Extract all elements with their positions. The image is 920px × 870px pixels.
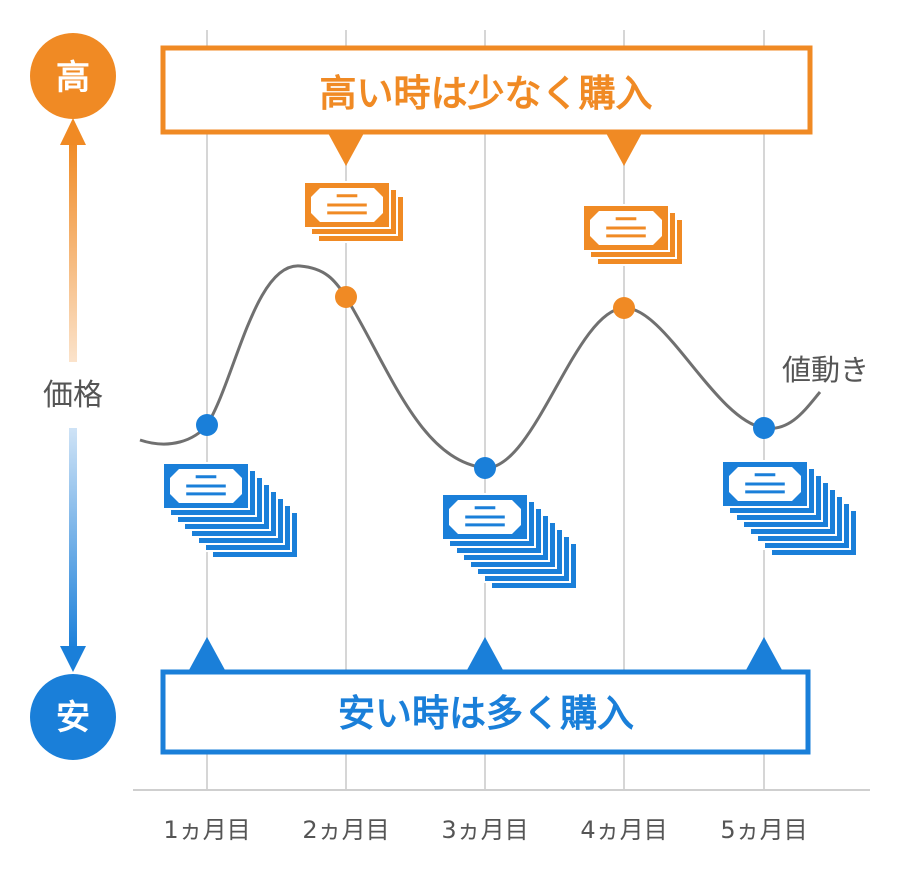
purchase-point-month-5 bbox=[753, 417, 775, 439]
bottom-banner-pointer-month-3 bbox=[467, 637, 503, 670]
bottom-banner: 安い時は多く購入 bbox=[160, 637, 811, 755]
month-label-4: 4ヵ月目 bbox=[580, 816, 667, 844]
purchase-point-month-3 bbox=[474, 457, 496, 479]
purchase-point-month-1 bbox=[196, 414, 218, 436]
top-banner: 高い時は少なく購入 bbox=[160, 45, 813, 166]
purchase-stack-month-3 bbox=[441, 493, 578, 590]
month-label-2: 2ヵ月目 bbox=[302, 816, 389, 844]
high-badge bbox=[30, 33, 116, 119]
bottom-banner-text: 安い時は多く購入 bbox=[338, 692, 634, 735]
bill-icon bbox=[162, 462, 250, 510]
bill-icon bbox=[721, 460, 809, 508]
purchase-stack-month-1 bbox=[162, 462, 299, 559]
bill-icon bbox=[303, 181, 391, 229]
low-badge bbox=[30, 674, 116, 760]
price-axis-label: 価格 bbox=[43, 378, 103, 413]
down-arrow-shaft bbox=[69, 428, 77, 650]
purchase-point-month-2 bbox=[335, 286, 357, 308]
bill-icon bbox=[441, 493, 529, 541]
up-arrow-shaft bbox=[69, 140, 77, 362]
month-label-1: 1ヵ月目 bbox=[163, 816, 250, 844]
bottom-banner-pointer-month-5 bbox=[746, 637, 782, 670]
price-curve bbox=[139, 264, 822, 470]
bottom-banner-pointer-month-1 bbox=[189, 637, 225, 670]
top-banner-pointer-month-4 bbox=[606, 133, 642, 166]
curve-label: 値動き bbox=[782, 353, 869, 387]
low-badge-label: 安 bbox=[56, 698, 90, 738]
purchase-point-month-4 bbox=[613, 297, 635, 319]
month-label-5: 5ヵ月目 bbox=[720, 816, 807, 844]
top-banner-box bbox=[160, 45, 813, 135]
purchase-stack-month-4 bbox=[582, 204, 684, 266]
high-badge-label: 高 bbox=[56, 58, 90, 98]
down-arrow-head bbox=[60, 646, 86, 672]
month-labels: 1ヵ月目 2ヵ月目 3ヵ月目 4ヵ月目 5ヵ月目 bbox=[163, 816, 807, 844]
purchase-stack-month-2 bbox=[303, 181, 405, 243]
up-arrow-head bbox=[60, 118, 86, 145]
purchase-stack-month-5 bbox=[721, 460, 858, 557]
bill-icon bbox=[582, 204, 670, 252]
top-banner-text: 高い時は少なく購入 bbox=[320, 72, 653, 115]
top-banner-pointer-month-2 bbox=[328, 133, 364, 166]
bottom-banner-box bbox=[160, 669, 811, 755]
month-label-3: 3ヵ月目 bbox=[441, 816, 528, 844]
price-axis: 高 安 価格 bbox=[30, 33, 116, 760]
